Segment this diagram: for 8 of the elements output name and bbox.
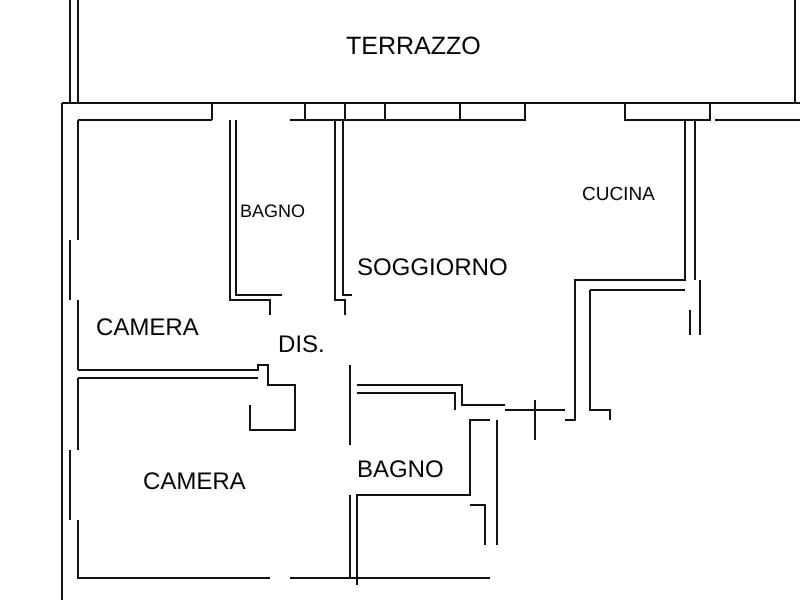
room-label: TERRAZZO — [346, 34, 481, 59]
room-label: DIS. — [278, 333, 325, 357]
room-label: BAGNO — [357, 458, 444, 482]
room-label: CAMERA — [96, 316, 199, 340]
room-label: BAGNO — [240, 202, 306, 220]
room-label: CUCINA — [582, 185, 655, 204]
room-label: SOGGIORNO — [357, 256, 508, 280]
room-label: CAMERA — [143, 470, 246, 494]
